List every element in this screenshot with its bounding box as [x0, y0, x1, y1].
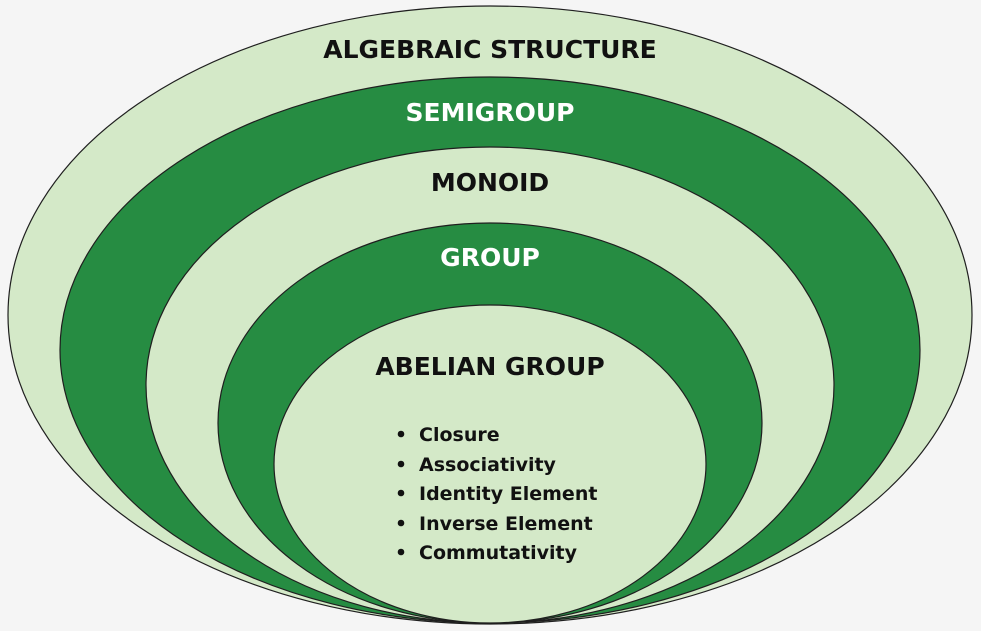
label-algebraic-structure: ALGEBRAIC STRUCTURE — [323, 35, 657, 64]
property-list: Closure Associativity Identity Element I… — [397, 424, 597, 564]
label-monoid: MONOID — [431, 168, 549, 197]
bullet-icon — [397, 430, 405, 438]
property-item: Inverse Element — [397, 513, 593, 535]
property-label: Closure — [419, 424, 500, 446]
property-label: Associativity — [419, 454, 557, 476]
property-label: Commutativity — [419, 542, 578, 564]
property-item: Associativity — [397, 454, 557, 476]
label-abelian-group: ABELIAN GROUP — [375, 352, 604, 381]
layer-abelian-group-shape — [273, 304, 707, 624]
property-item: Identity Element — [397, 483, 597, 505]
label-group: GROUP — [440, 243, 540, 272]
property-label: Inverse Element — [419, 513, 593, 535]
label-semigroup: SEMIGROUP — [406, 98, 575, 127]
layer-abelian-group — [273, 304, 707, 624]
bullet-icon — [397, 519, 405, 527]
property-item: Closure — [397, 424, 500, 446]
property-label: Identity Element — [419, 483, 597, 505]
bullet-icon — [397, 489, 405, 497]
bullet-icon — [397, 460, 405, 468]
bullet-icon — [397, 548, 405, 556]
property-item: Commutativity — [397, 542, 578, 564]
